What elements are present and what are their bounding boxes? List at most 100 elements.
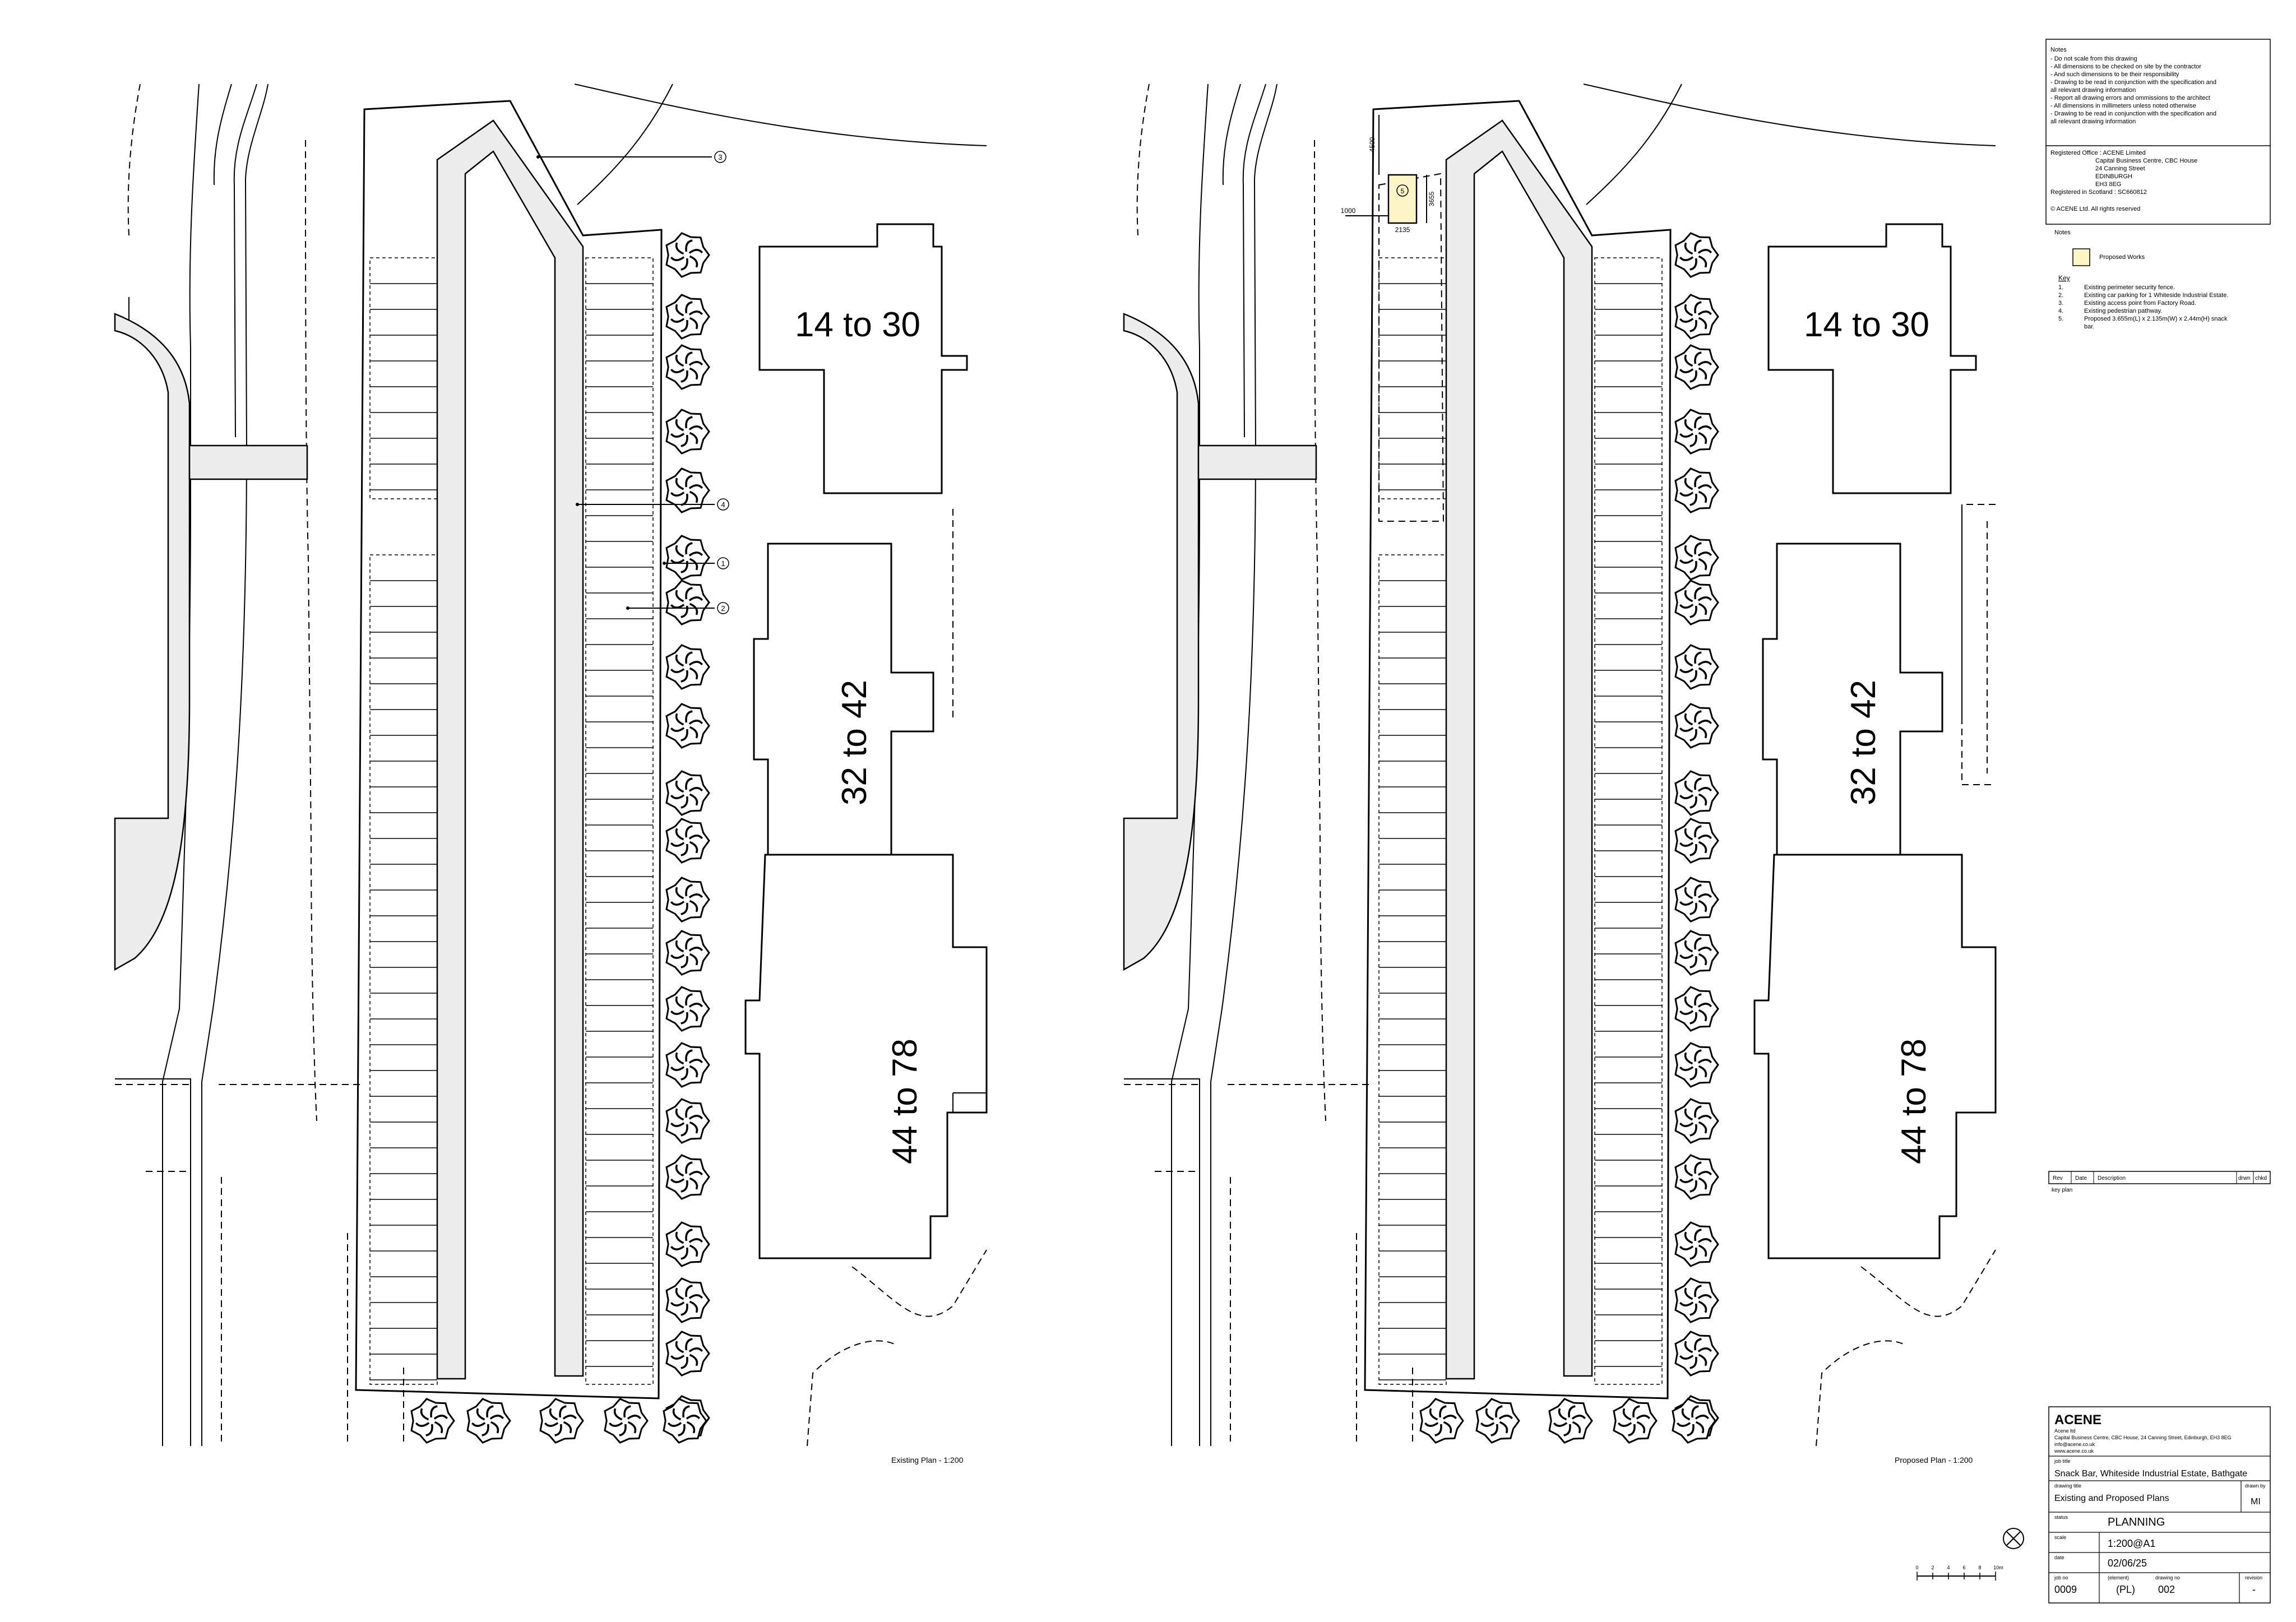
building-44-78 bbox=[1753, 854, 1997, 1259]
building-14-30 bbox=[1767, 223, 1977, 494]
plan-title-proposed: Proposed Plan - 1:200 bbox=[1895, 1456, 1973, 1465]
svg-text:all relevant drawing informati: all relevant drawing information bbox=[2050, 87, 2136, 94]
svg-text:10m: 10m bbox=[1993, 1565, 2003, 1570]
element: (PL) bbox=[2116, 1584, 2135, 1595]
tree-icon bbox=[604, 1398, 649, 1444]
svg-text:1.: 1. bbox=[2058, 284, 2063, 291]
svg-text:Acene ltd: Acene ltd bbox=[2054, 1428, 2076, 1434]
block-label-14-30: 14 to 30 bbox=[1804, 305, 1929, 344]
tree-icon bbox=[1674, 703, 1719, 749]
notes-heading: Notes bbox=[2050, 47, 2067, 53]
svg-text:bar.: bar. bbox=[2084, 323, 2094, 330]
svg-text:revision: revision bbox=[2245, 1575, 2262, 1581]
legend: Notes Proposed Works bbox=[2054, 229, 2145, 266]
svg-text:Rev: Rev bbox=[2053, 1175, 2063, 1181]
svg-text:0: 0 bbox=[1915, 1565, 1918, 1570]
building-14-30 bbox=[758, 223, 968, 494]
block-label-44-78: 44 to 78 bbox=[886, 1039, 924, 1164]
parking-bay-lines bbox=[370, 283, 653, 1380]
parking-bays-right bbox=[1594, 257, 1663, 1385]
svg-text:Registered in Scotland : SC660: Registered in Scotland : SC660812 bbox=[2050, 189, 2147, 196]
tree-icon bbox=[1674, 1277, 1719, 1323]
svg-text:© ACENE Ltd. All rights reser: © ACENE Ltd. All rights reserved bbox=[2050, 206, 2140, 212]
svg-text:drwn: drwn bbox=[2238, 1175, 2251, 1181]
svg-text:Key: Key bbox=[2058, 274, 2070, 282]
revision: - bbox=[2252, 1584, 2256, 1595]
tree-icon bbox=[1674, 580, 1719, 625]
svg-text:8: 8 bbox=[1978, 1565, 1981, 1570]
svg-text:Registered Office : ACENE Limi: Registered Office : ACENE Limited bbox=[2050, 150, 2146, 156]
drawn-by: MI bbox=[2251, 1497, 2261, 1507]
tree-icon bbox=[665, 1331, 710, 1377]
scale: 1:200@A1 bbox=[2108, 1538, 2155, 1549]
pedestrian-pathway bbox=[1445, 119, 1593, 1380]
tree-icon bbox=[665, 1277, 710, 1323]
tree-icon bbox=[665, 986, 710, 1032]
tree-icon bbox=[1672, 1398, 1716, 1444]
tree-icon bbox=[665, 877, 710, 923]
callout-4: 4 bbox=[576, 498, 729, 511]
drawing-no: 002 bbox=[2158, 1584, 2175, 1595]
tree-icon bbox=[1674, 1042, 1719, 1088]
parking-bays-right bbox=[585, 257, 654, 1385]
svg-text:3.: 3. bbox=[2058, 300, 2063, 307]
pedestrian-pathway bbox=[436, 119, 584, 1380]
tree-icon bbox=[665, 644, 710, 690]
tree-icon bbox=[1613, 1398, 1658, 1444]
company-name: ACENE bbox=[2054, 1412, 2101, 1428]
svg-text:scale: scale bbox=[2054, 1535, 2066, 1540]
tree-row bbox=[410, 232, 710, 1444]
tree-icon bbox=[665, 294, 710, 340]
tree-icon bbox=[1674, 1154, 1719, 1200]
tree-icon bbox=[1674, 535, 1719, 581]
tree-icon bbox=[466, 1398, 511, 1444]
callout-2-label: 2 bbox=[721, 604, 725, 613]
tree-icon bbox=[665, 770, 710, 816]
left-road bbox=[1136, 84, 1326, 1446]
parking-bays-left bbox=[1378, 257, 1447, 1385]
block-label-32-42: 32 to 42 bbox=[835, 680, 874, 805]
legend-proposed-works: Proposed Works bbox=[2099, 254, 2145, 261]
svg-text:status: status bbox=[2054, 1514, 2068, 1520]
svg-text:- Drawing to be read in conjun: - Drawing to be read in conjunction with… bbox=[2050, 110, 2216, 117]
svg-text:2.: 2. bbox=[2058, 292, 2063, 299]
tree-icon bbox=[1674, 986, 1719, 1032]
tree-icon bbox=[1548, 1398, 1593, 1444]
plan-title-existing: Existing Plan - 1:200 bbox=[891, 1456, 964, 1465]
tree-icon bbox=[1674, 1098, 1719, 1144]
svg-text:Capital Business Centre, CBC H: Capital Business Centre, CBC House, 24 C… bbox=[2054, 1435, 2232, 1440]
car-park-boundary bbox=[1364, 100, 1672, 1399]
roundabout-area bbox=[1123, 313, 1317, 971]
svg-text:5.: 5. bbox=[2058, 316, 2063, 322]
svg-text:key plan: key plan bbox=[2052, 1187, 2072, 1193]
svg-text:6: 6 bbox=[1962, 1565, 1965, 1570]
svg-text:Existing access point from Fac: Existing access point from Factory Road. bbox=[2084, 300, 2196, 307]
tree-icon bbox=[1674, 232, 1719, 278]
svg-text:(element): (element) bbox=[2108, 1575, 2129, 1581]
tree-icon bbox=[665, 344, 710, 390]
svg-text:info@acene.co.uk: info@acene.co.uk bbox=[2054, 1442, 2095, 1447]
tree-icon bbox=[1674, 818, 1719, 864]
left-road bbox=[127, 84, 317, 1446]
lower-left-boundaries bbox=[1124, 1078, 1413, 1446]
title-block: ACENE Acene ltd Capital Business Centre,… bbox=[2048, 1406, 2271, 1604]
svg-text:drawing no: drawing no bbox=[2155, 1575, 2180, 1581]
svg-text:chkd: chkd bbox=[2255, 1175, 2267, 1181]
tree-icon bbox=[1674, 877, 1719, 923]
tree-icon bbox=[1674, 930, 1719, 976]
svg-text:EDINBURGH: EDINBURGH bbox=[2095, 173, 2132, 180]
tree-icon bbox=[410, 1398, 455, 1444]
building-44-78 bbox=[744, 854, 988, 1259]
existing-plan: 3 4 1 2 14 to 30 32 to 42 44 to 78 Exist… bbox=[114, 84, 988, 1465]
svg-text:- Report all drawing errors an: - Report all drawing errors and ommissio… bbox=[2050, 95, 2210, 101]
tree-icon bbox=[539, 1398, 584, 1444]
job-title: Snack Bar, Whiteside Industrial Estate, … bbox=[2054, 1469, 2247, 1479]
dim-1000: 1000 bbox=[1341, 207, 1356, 215]
svg-text:4: 4 bbox=[1947, 1565, 1950, 1570]
tree-icon bbox=[1674, 1221, 1719, 1267]
tree-icon bbox=[665, 703, 710, 749]
svg-text:- All dimensions to be checked: - All dimensions to be checked on site b… bbox=[2050, 63, 2201, 70]
tree-icon bbox=[665, 232, 710, 278]
tree-icon bbox=[1475, 1398, 1520, 1444]
callout-2: 2 bbox=[626, 602, 729, 614]
